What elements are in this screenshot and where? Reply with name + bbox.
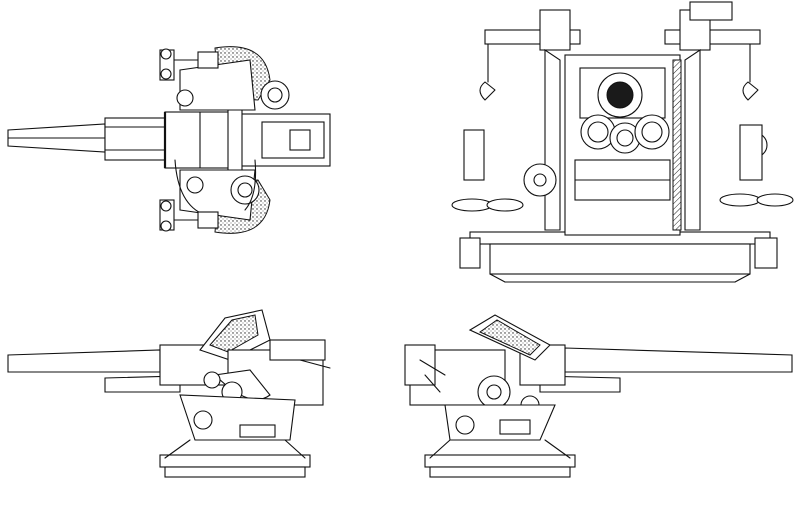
plan-barrel [7, 117, 166, 161]
front-base [469, 231, 771, 283]
front-handwheels [451, 43, 794, 269]
plan-handwheels [159, 48, 219, 232]
plan-view [7, 46, 331, 234]
front-view [451, 1, 794, 283]
left-barrel [7, 344, 231, 393]
side-view-right [404, 314, 793, 478]
plan-cradle [163, 104, 331, 176]
right-pedestal [424, 404, 576, 478]
right-barrel [519, 344, 793, 393]
front-breech [564, 54, 682, 236]
side-view-left [7, 309, 331, 478]
left-pedestal [159, 394, 311, 478]
left-carriage [199, 309, 331, 406]
plan-carriage [174, 46, 290, 234]
